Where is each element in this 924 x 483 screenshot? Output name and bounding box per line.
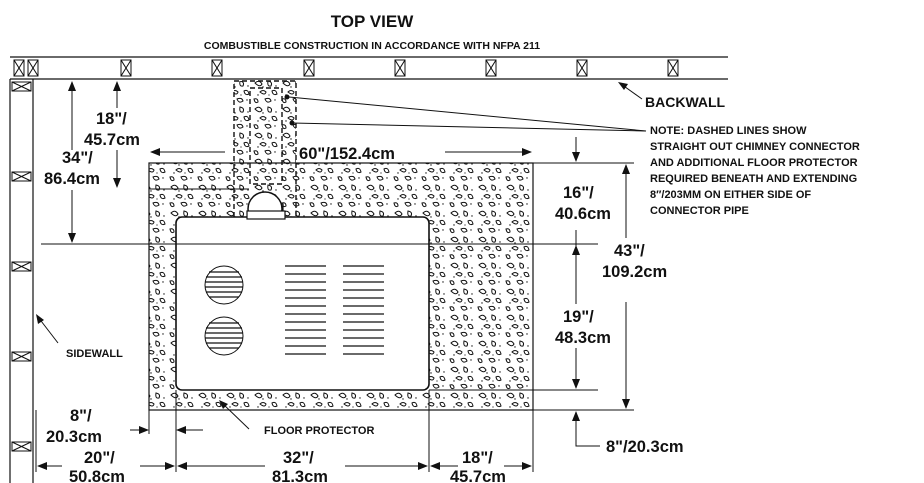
dimension-left-width-label-2: 50.8cm [69, 468, 125, 483]
note-line-2: STRAIGHT OUT CHIMNEY CONNECTOR [650, 141, 860, 153]
dimension-stove-depth-label-2: 48.3cm [555, 329, 611, 347]
vent-grille-right [343, 265, 384, 355]
note-line-6: CONNECTOR PIPE [650, 205, 749, 217]
dimension-back-to-stove-label-2: 86.4cm [44, 170, 100, 188]
dimension-back-to-stove-label-1: 34"/ [62, 149, 93, 167]
dimension-top-width-label: 60"/152.4cm [299, 145, 395, 163]
stove [175, 210, 430, 391]
diagram-subtitle: COMBUSTIBLE CONSTRUCTION IN ACCORDANCE W… [204, 40, 540, 52]
vent-grille-middle [285, 265, 326, 355]
dimension-protector-depth-label-1: 43"/ [614, 242, 645, 260]
dimension-back-to-stove [68, 81, 76, 243]
dimension-protector-back-label-1: 16"/ [563, 184, 594, 202]
leader-note [284, 94, 647, 132]
dimension-top-width [150, 148, 532, 156]
sidewall [9, 79, 34, 483]
backwall [10, 56, 728, 80]
backwall-label: BACKWALL [645, 94, 726, 110]
vent-circle-lower [204, 316, 244, 356]
joist-blocks [13, 59, 679, 77]
dimension-protector-back-label-2: 40.6cm [555, 205, 611, 223]
floor-protector-label: FLOOR PROTECTOR [264, 425, 374, 437]
dimension-back-to-pipe-label-2: 45.7cm [84, 131, 140, 149]
dimension-protector-depth [622, 164, 630, 409]
note-text: NOTE: DASHED LINES SHOW STRAIGHT OUT CHI… [650, 125, 860, 217]
leader-floor-protector [219, 400, 250, 430]
dimension-stove-depth-label-1: 19"/ [563, 308, 594, 326]
note-line-5: 8″/203MM ON EITHER SIDE OF [650, 189, 811, 201]
dimension-left-width-label-1: 20"/ [84, 449, 115, 467]
dimension-back-to-pipe [113, 81, 121, 188]
reference-lines [35, 162, 634, 472]
note-line-1: NOTE: DASHED LINES SHOW [650, 125, 807, 137]
dimension-back-to-pipe-label-1: 18"/ [96, 110, 127, 128]
dimension-protector-depth-label-2: 109.2cm [602, 263, 667, 281]
leader-backwall [618, 82, 643, 100]
chimney-connector-protector [233, 80, 297, 232]
dimension-right-width-label-2: 45.7cm [450, 468, 506, 483]
dimension-bottom-widths [37, 462, 532, 470]
diagram-title: TOP VIEW [331, 12, 414, 31]
dimension-side-clearance [130, 426, 203, 434]
dimension-protector-back [572, 137, 580, 246]
note-line-3: AND ADDITIONAL FLOOR PROTECTOR [650, 157, 858, 169]
dimension-stove-width-label-2: 81.3cm [272, 468, 328, 483]
vent-circle-upper [204, 265, 244, 305]
dimension-side-clearance-label-1: 8"/ [70, 407, 92, 425]
note-line-4: REQUIRED BENEATH AND EXTENDING [650, 173, 857, 185]
dimension-stove-width-label-1: 32"/ [283, 449, 314, 467]
dimension-front-clearance [572, 411, 600, 447]
sidewall-label: SIDEWALL [66, 348, 123, 360]
dimension-right-width-label-1: 18"/ [462, 449, 493, 467]
dimension-stove-depth [572, 245, 580, 389]
dimension-side-clearance-label-2: 20.3cm [46, 428, 102, 446]
dimension-front-clearance-label: 8"/20.3cm [606, 438, 684, 456]
leader-sidewall [36, 314, 59, 344]
